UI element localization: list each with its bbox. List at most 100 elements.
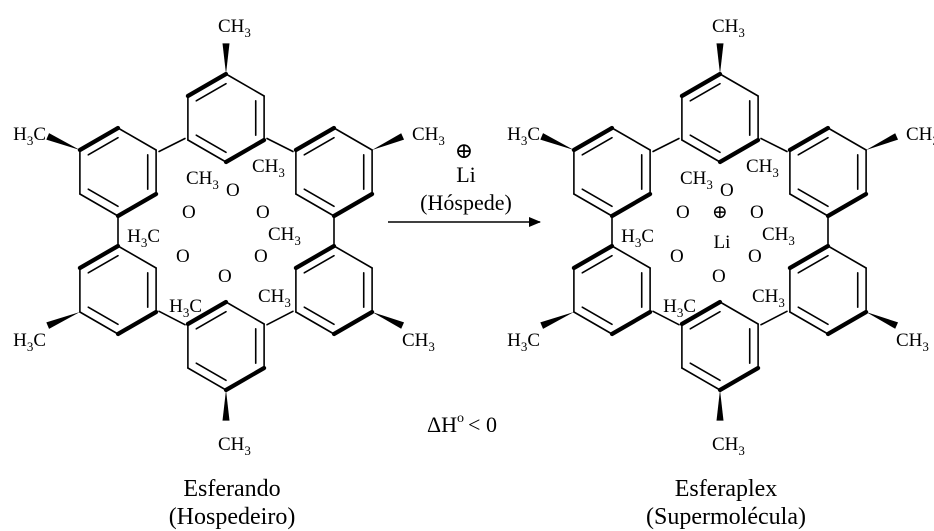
- ch-text: CH: [252, 156, 279, 177]
- ring-double-bond: [689, 362, 721, 382]
- complex-role-caption: (Supermolécula): [646, 504, 806, 530]
- ring-bond: [679, 71, 723, 99]
- biaryl-bond: [158, 310, 186, 326]
- ring-double-bond: [195, 82, 227, 102]
- methyl-label: H3C: [127, 226, 160, 250]
- reaction-arrow-group: ⊕ Li (Hóspede) ΔHo< 0: [388, 138, 541, 437]
- methyl-wedge-bond: [716, 390, 724, 421]
- ring-bond: [115, 191, 159, 219]
- biaryl-bond: [266, 137, 294, 153]
- ring-double-bond: [797, 188, 829, 208]
- ring-bond: [223, 365, 267, 393]
- biaryl-bond: [652, 310, 680, 326]
- ring-bond: [681, 367, 721, 391]
- ring-bond: [717, 137, 761, 165]
- ring-bond: [79, 193, 119, 217]
- oxygen-label: O: [256, 202, 270, 223]
- ch-text: CH: [746, 156, 773, 177]
- ring-bond: [571, 243, 615, 271]
- ring-bond: [115, 309, 159, 337]
- c-text: C: [527, 124, 540, 145]
- ch-text: CH: [218, 16, 245, 37]
- methyl-wedge-bond: [46, 312, 80, 329]
- subscript-3: 3: [27, 133, 34, 148]
- methyl-wedge-bond: [866, 312, 899, 329]
- oxygen-label: O: [676, 202, 690, 223]
- methyl-label: CH3: [268, 224, 301, 248]
- lithium-ion-in-cavity: Li: [714, 232, 731, 253]
- ring-double-bond: [689, 134, 721, 154]
- c-text: C: [189, 296, 202, 317]
- ring-bond: [223, 137, 267, 165]
- methyl-wedge-bond: [372, 133, 405, 150]
- lithium-charge-symbol: ⊕: [455, 138, 473, 163]
- subscript-3: 3: [521, 133, 528, 148]
- ring-bond: [573, 193, 613, 217]
- ring-double-bond: [195, 362, 227, 382]
- guest-ion-label: Li: [456, 162, 476, 187]
- ring-bond: [225, 73, 265, 97]
- methyl-wedge-bond: [716, 43, 724, 74]
- ring-bond: [827, 127, 867, 151]
- ch-text: CH: [218, 434, 245, 455]
- ring-bond: [717, 365, 761, 393]
- ring-double-bond: [195, 310, 227, 330]
- methyl-wedge-bond: [222, 390, 230, 421]
- ring-bond: [609, 309, 653, 337]
- subscript-3: 3: [922, 339, 929, 354]
- methyl-label: CH3: [258, 286, 291, 310]
- methyl-label: CH3: [896, 330, 929, 354]
- spherand-lithium-complex: CH3H3CCH3H3CCH3CH3OOOOOOCH3CH3CH3H3CH3CC…: [507, 16, 934, 458]
- c-text: C: [147, 226, 160, 247]
- ch-text: CH: [258, 286, 285, 307]
- biaryl-bond: [760, 310, 788, 326]
- ring-double-bond: [87, 136, 119, 156]
- guest-name-label: (Hóspede): [420, 190, 512, 215]
- ch-text: CH: [680, 168, 707, 189]
- h-text: H: [621, 226, 635, 247]
- methyl-label: CH3: [752, 286, 785, 310]
- ring-bond: [333, 127, 373, 151]
- subscript-3: 3: [284, 295, 291, 310]
- ring-bond: [611, 127, 651, 151]
- ring-bond: [331, 309, 375, 337]
- subscript-3: 3: [778, 295, 785, 310]
- methyl-label: H3C: [13, 124, 46, 148]
- ch-text: CH: [186, 168, 213, 189]
- methyl-label: CH3: [218, 16, 251, 40]
- subscript-3: 3: [183, 305, 190, 320]
- methyl-wedge-bond: [372, 312, 405, 329]
- ring-double-bond: [689, 82, 721, 102]
- h-text: H: [507, 124, 521, 145]
- ring-bond: [293, 243, 337, 271]
- ring-bond: [571, 125, 615, 153]
- ring-bond: [77, 243, 121, 271]
- subscript-3: 3: [521, 339, 528, 354]
- ring-bond: [77, 125, 121, 153]
- oxygen-label: O: [182, 202, 196, 223]
- subscript-3: 3: [677, 305, 684, 320]
- methyl-wedge-bond: [540, 312, 574, 329]
- methyl-label: CH3: [762, 224, 795, 248]
- ring-double-bond: [87, 188, 119, 208]
- ring-bond: [293, 125, 337, 153]
- ring-double-bond: [303, 136, 335, 156]
- subscript-3: 3: [294, 233, 301, 248]
- ring-bond: [681, 139, 721, 163]
- h-text: H: [13, 124, 27, 145]
- methyl-label: CH3: [218, 434, 251, 458]
- ring-bond: [185, 299, 229, 327]
- c-text: C: [683, 296, 696, 317]
- ring-double-bond: [303, 306, 335, 326]
- methyl-label: CH3: [412, 124, 445, 148]
- oxygen-label: O: [218, 266, 232, 287]
- methyl-label: H3C: [621, 226, 654, 250]
- ring-double-bond: [87, 254, 119, 274]
- ring-bond: [573, 311, 613, 335]
- ch-text: CH: [712, 16, 739, 37]
- biaryl-bond: [158, 137, 186, 153]
- ring-double-bond: [581, 254, 613, 274]
- ring-bond: [117, 127, 157, 151]
- ring-double-bond: [581, 188, 613, 208]
